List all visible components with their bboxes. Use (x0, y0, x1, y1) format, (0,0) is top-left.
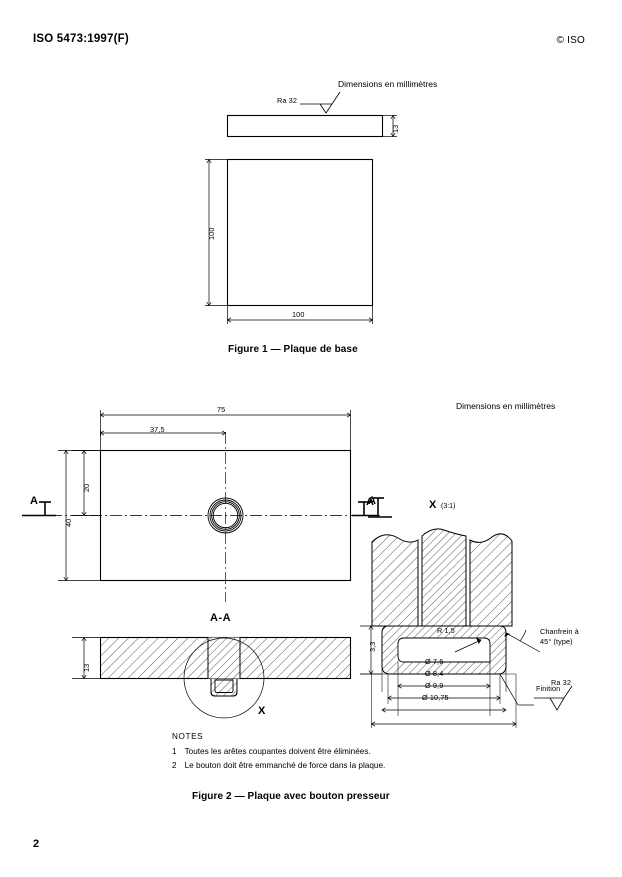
figure1-surface-finish-label: Ra 32 (277, 96, 297, 105)
diameter-label-2: Ø 8,4 (425, 669, 444, 678)
copyright-notice: © ISO (556, 35, 585, 46)
figure1-width-dim (226, 305, 374, 324)
diameter-label-1: Ø 7,6 (425, 657, 444, 666)
dim-d4 (370, 721, 517, 727)
figure2-detail-view (360, 497, 573, 728)
dim-d3 (381, 707, 507, 713)
detail-section-letter: A (366, 496, 374, 508)
figure2-halfwidth-dim (99, 430, 227, 436)
figure2-dimensions-note: Dimensions en millimètres (456, 401, 556, 411)
figure2-height-label: 40 (64, 518, 73, 527)
chamfer-label-line1: Chanfrein à (540, 627, 579, 636)
figure1-height-dim (205, 158, 228, 307)
section-letter-right: A (368, 495, 376, 507)
detail-view-scale: (3:1) (441, 503, 456, 510)
figure2-caption: Figure 2 — Plaque avec bouton presseur (192, 791, 390, 802)
detail-section-marker (368, 497, 392, 518)
note-item: 1 Toutes les arêtes coupantes doivent êt… (172, 747, 385, 756)
figure2-plan-centerlines (30, 432, 380, 602)
finition-leader (499, 673, 534, 706)
section-letter-left: A (30, 495, 38, 507)
finition-label: Finition (536, 684, 561, 693)
radius-label: R 1,5 (437, 626, 455, 635)
figure2-width-label: 75 (217, 405, 226, 414)
figure1-dimensions-note: Dimensions en millimètres (338, 79, 438, 89)
figure2-section-view (72, 636, 352, 719)
figure1-side-view (226, 91, 397, 138)
figure1-plan-view (205, 158, 374, 324)
detail-view-label: X (429, 499, 437, 511)
surface-finish-symbol (300, 91, 341, 114)
figure1-width-label: 100 (292, 310, 305, 319)
figure2-drawing (0, 390, 622, 730)
diameter-label-3: Ø 9,9 (425, 681, 444, 690)
detail-marker-label: X (258, 705, 266, 717)
button-height-label: 3,3 (368, 641, 377, 652)
radius-leader (454, 638, 482, 653)
standard-reference: ISO 5473:1997(F) (33, 33, 129, 45)
dim-d2 (387, 695, 501, 701)
figure2-plan-view (22, 410, 380, 602)
figure1-drawing (0, 0, 622, 340)
press-button-circles (207, 497, 244, 534)
note-item: 2 Le bouton doit être emmanché de force … (172, 761, 385, 770)
notes-block: NOTES 1 Toutes les arêtes coupantes doiv… (172, 732, 385, 770)
detail-surface-finish-symbol (534, 685, 573, 711)
figure1-height-label: 100 (207, 227, 216, 240)
figure1-thickness-dim (382, 114, 397, 138)
note-text: Le bouton doit être emmanché de force da… (184, 761, 386, 770)
note-text: Toutes les arêtes coupantes doivent être… (184, 747, 371, 756)
diameter-label-4: Ø 10,75 (422, 693, 449, 702)
note-number: 2 (172, 761, 177, 770)
notes-title: NOTES (172, 732, 204, 741)
section-marker-left (22, 501, 56, 517)
section-marker-right (352, 501, 378, 517)
figure1-caption: Figure 1 — Plaque de base (228, 344, 358, 355)
figure1-thickness-label: 13 (391, 124, 400, 133)
note-number: 1 (172, 747, 177, 756)
section-view-label: A-A (210, 612, 232, 624)
section-thickness-dim (72, 636, 101, 680)
page-number: 2 (33, 838, 40, 850)
figure2-halfwidth-label: 37,5 (150, 425, 165, 434)
chamfer-label-line2: 45° (type) (540, 637, 573, 646)
section-thickness-label: 13 (82, 663, 91, 672)
dim-d1 (397, 683, 491, 689)
chamfer-leader (504, 629, 541, 653)
figure2-width-dim (99, 410, 352, 451)
figure2-offset-label: 20 (82, 483, 91, 492)
detail-surface-finish-label: Ra 32 (551, 678, 571, 687)
